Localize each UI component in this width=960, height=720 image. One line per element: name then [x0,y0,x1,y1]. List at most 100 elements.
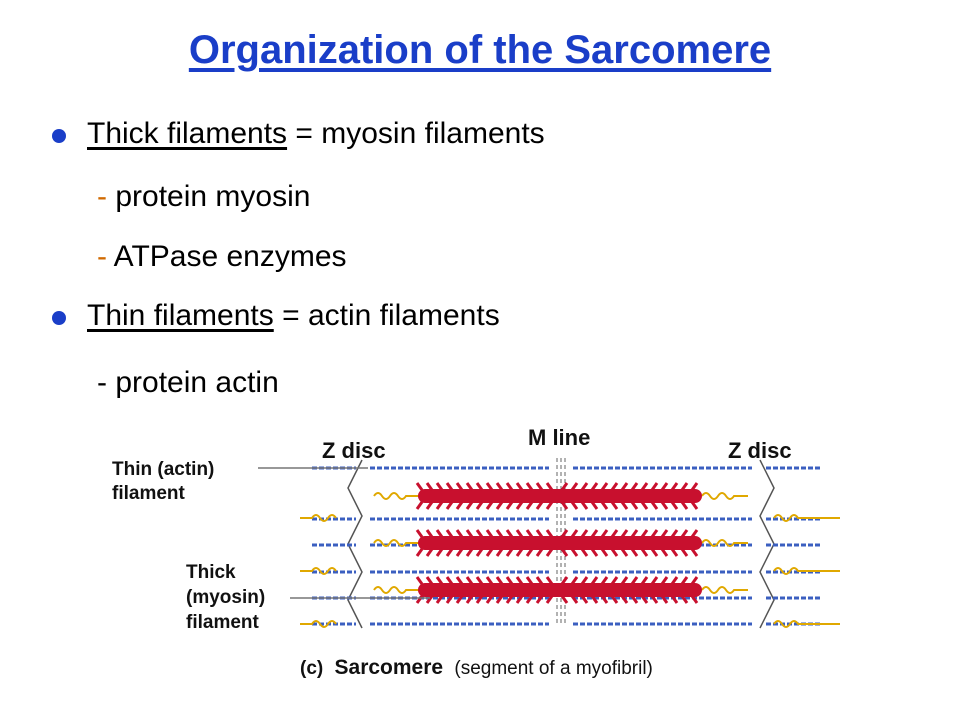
myosin-head [495,501,504,510]
myosin-head [435,529,444,538]
myosin-head [545,548,554,557]
myosin-head [505,548,514,557]
label-m-line: M line [528,425,590,450]
myosin-head [415,595,424,604]
titin-spring [373,539,420,547]
myosin-head [435,501,444,510]
myosin-head [425,595,434,604]
myosin-head [560,548,569,557]
sub-item-atpase: - ATPase enzymes [97,240,347,274]
myosin-head [600,482,609,491]
myosin-head [660,529,669,538]
myosin-head [465,548,474,557]
myosin-head [535,548,544,557]
myosin-head [525,548,534,557]
myosin-head [630,595,639,604]
myosin-head [650,529,659,538]
myosin-head [560,595,569,604]
myosin-head [485,482,494,491]
dash-marker: - [97,240,107,273]
myosin-head [690,576,699,585]
myosin-head [610,548,619,557]
myosin-head [690,501,699,510]
bullet-thick-filaments: Thick filaments = myosin filaments [87,117,545,151]
myosin-head [425,548,434,557]
myosin-head [515,482,524,491]
myosin-head [560,529,569,538]
caption-rest: (segment of a myofibril) [454,658,653,679]
myosin-head [515,548,524,557]
myosin-head [660,548,669,557]
myosin-head [560,501,569,510]
myosin-head [670,576,679,585]
myosin-head [680,576,689,585]
myosin-head [505,482,514,491]
label-thick-line1: Thick [186,562,236,583]
myosin-head [610,501,619,510]
myosin-head [465,529,474,538]
term-thin-filaments: Thin filaments [87,299,274,332]
myosin-head [415,576,424,585]
myosin-head [640,501,649,510]
label-z-disc-left: Z disc [322,438,386,463]
myosin-head [505,501,514,510]
myosin-head [620,595,629,604]
myosin-head [455,576,464,585]
myosin-head [455,501,464,510]
myosin-head [690,595,699,604]
myosin-head [525,576,534,585]
myosin-head [610,529,619,538]
myosin-head [515,501,524,510]
myosin-head [600,529,609,538]
myosin-head [495,548,504,557]
myosin-head [620,548,629,557]
myosin-head [455,482,464,491]
myosin-head [640,548,649,557]
myosin-head [545,501,554,510]
myosin-head [495,529,504,538]
myosin-head [580,595,589,604]
titin-spring [701,539,748,547]
myosin-head [505,529,514,538]
myosin-head [465,595,474,604]
myosin-head [630,501,639,510]
myosin-head [640,529,649,538]
myosin-head [580,548,589,557]
myosin-head [600,595,609,604]
myosin-head [515,595,524,604]
myosin-head [680,595,689,604]
myosin-head [570,548,579,557]
sarcomere-diagram: Z disc M line Z disc Thin (actin) filame… [112,425,840,679]
myosin-head [570,595,579,604]
titin-spring [773,514,840,522]
myosin-head [435,576,444,585]
myosin-head [590,501,599,510]
figure-caption: (c) Sarcomere (segment of a myofibril) [300,656,653,679]
dash-marker: - [97,180,107,213]
myosin-head [475,595,484,604]
myosin-head [425,576,434,585]
myosin-head [570,529,579,538]
myosin-head [475,548,484,557]
myosin-head [670,529,679,538]
myosin-head [580,576,589,585]
myosin-head [630,576,639,585]
myosin-head [650,576,659,585]
sub-item-protein-myosin: - protein myosin [97,180,310,214]
myosin-head [590,529,599,538]
myosin-head [415,482,424,491]
titin-spring [373,492,420,500]
thick-filament [418,583,702,597]
myosin-head [515,576,524,585]
myosin-head [485,501,494,510]
myosin-head [415,501,424,510]
myosin-head [660,501,669,510]
myosin-head [640,482,649,491]
myosin-head [650,482,659,491]
myosin-head [485,529,494,538]
myosin-head [650,595,659,604]
myosin-head [620,482,629,491]
myosin-head [670,501,679,510]
myosin-head [630,548,639,557]
myosin-head [415,548,424,557]
